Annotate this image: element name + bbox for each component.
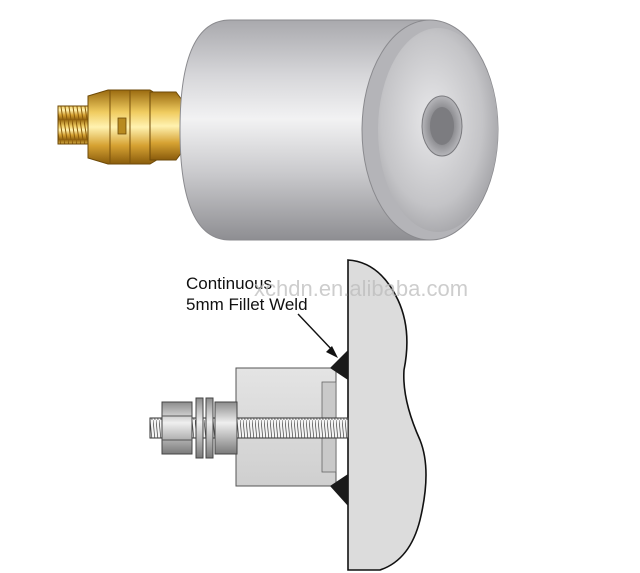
anode-3d-illustration: [57, 19, 499, 241]
washer-1: [195, 397, 204, 459]
hull-plate: [347, 259, 427, 571]
mounting-cross-section: Continuous 5mm Fillet Weld: [149, 259, 427, 571]
fillet-weld-bottom: [330, 474, 348, 506]
aluminum-cylinder-body: [179, 19, 499, 241]
watermark-text: xchdn.en.alibaba.com: [254, 276, 468, 301]
hex-nut: [161, 401, 193, 455]
fillet-weld-top: [330, 350, 348, 380]
spacer-nut: [214, 401, 238, 455]
callout-line-2: 5mm Fillet Weld: [186, 295, 308, 314]
callout-arrowhead: [326, 346, 338, 358]
callout-leader: [297, 313, 335, 353]
callout-line-1: Continuous: [186, 274, 272, 293]
washer-2: [205, 397, 214, 459]
brass-threaded-stud: [57, 89, 183, 165]
